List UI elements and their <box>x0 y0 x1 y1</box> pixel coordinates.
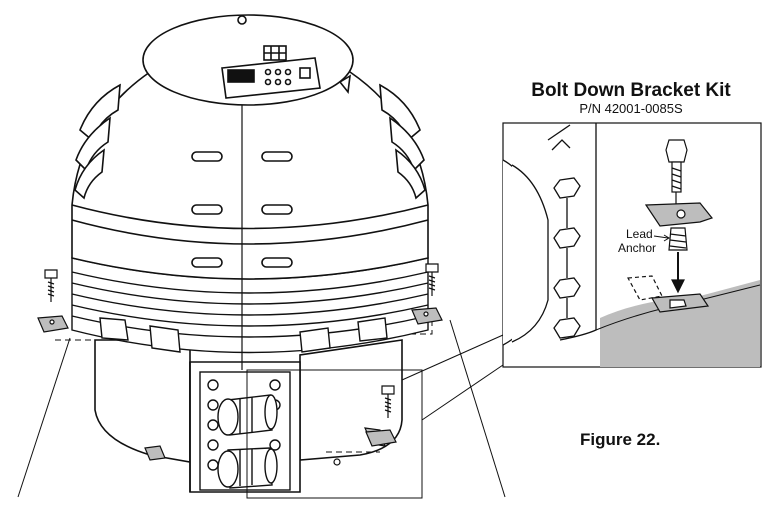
lead-anchor-label-line2: Anchor <box>618 241 657 255</box>
bolt-bracket-left <box>37 269 69 333</box>
heater-dome <box>71 14 429 370</box>
bolt-bracket-front <box>365 385 397 447</box>
water-manifold <box>199 371 291 491</box>
callout-leader-lines <box>17 319 506 498</box>
kit-title: Bolt Down Bracket Kit <box>531 80 731 101</box>
bracket-detail-box <box>502 122 762 368</box>
figure-caption: Figure 22. <box>580 430 661 449</box>
jacket-ribs <box>71 257 429 354</box>
lead-anchor-label-line1: Lead <box>626 227 653 241</box>
detail-frame <box>246 369 423 499</box>
kit-part-number: P/N 42001-0085S <box>579 101 683 116</box>
bolt-bracket-right <box>411 263 443 325</box>
